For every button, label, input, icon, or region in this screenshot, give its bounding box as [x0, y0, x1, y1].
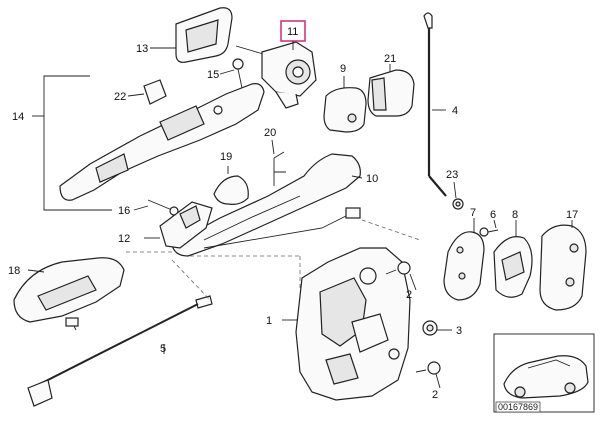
part-9-end-cap[interactable] — [323, 87, 367, 133]
label-23: 23 — [446, 169, 458, 181]
label-12: 12 — [118, 233, 130, 245]
part-21-cover-cap[interactable] — [367, 69, 415, 117]
part-3-grommet[interactable] — [422, 320, 438, 336]
part-4-rod[interactable] — [423, 12, 447, 197]
part-12-bracket[interactable] — [159, 201, 213, 249]
label-5: 5 — [160, 343, 166, 355]
label-8: 8 — [512, 209, 518, 221]
part-6-screw[interactable] — [479, 227, 499, 237]
cable-linkage — [203, 207, 361, 249]
label-2a: 2 — [406, 289, 412, 301]
car-inset-thumbnail: 00167869 — [493, 333, 595, 413]
label-18: 18 — [8, 265, 20, 277]
label-11: 11 — [287, 26, 298, 38]
part-2-screw-b[interactable] — [415, 361, 441, 375]
label-9: 9 — [340, 63, 346, 75]
label-22: 22 — [114, 91, 126, 103]
label-3: 3 — [456, 325, 462, 337]
label-1: 1 — [266, 315, 272, 327]
label-4: 4 — [452, 105, 458, 117]
part-23-rod-clip[interactable] — [452, 198, 464, 210]
label-15: 15 — [207, 69, 219, 81]
part-13-handle-cap[interactable] — [175, 7, 233, 63]
label-20: 20 — [264, 127, 276, 139]
part-18-interior-handle[interactable] — [13, 257, 125, 331]
part-14-handle-carrier[interactable] — [59, 83, 265, 201]
label-16: 16 — [118, 205, 130, 217]
label-2b: 2 — [432, 389, 438, 401]
label-13: 13 — [136, 43, 148, 55]
part-22-clip[interactable] — [143, 79, 167, 105]
part-16-screw[interactable] — [147, 199, 179, 216]
part-20-spring-clip[interactable] — [273, 151, 286, 186]
part-10-door-handle[interactable] — [171, 153, 361, 257]
part-2-screw-a[interactable] — [385, 261, 411, 275]
part-1-door-lock[interactable] — [295, 247, 411, 401]
part-7-cover-plate[interactable] — [443, 231, 485, 301]
label-17: 17 — [566, 209, 578, 221]
part-11-lock-cylinder[interactable] — [235, 41, 317, 109]
part-5-cable[interactable] — [27, 295, 213, 407]
part-19-gasket[interactable] — [213, 175, 249, 205]
part-17-seal-plate[interactable] — [539, 224, 587, 311]
label-6: 6 — [490, 209, 496, 221]
part-8-striker[interactable] — [493, 236, 533, 298]
label-10: 10 — [366, 173, 378, 185]
part-15-screw[interactable] — [232, 58, 244, 89]
label-19: 19 — [220, 151, 232, 163]
label-21: 21 — [384, 53, 396, 65]
dashed-guides — [126, 219, 421, 301]
inset-reference-number: 00167869 — [498, 402, 538, 412]
label-14: 14 — [12, 111, 24, 123]
label-7: 7 — [470, 207, 476, 219]
